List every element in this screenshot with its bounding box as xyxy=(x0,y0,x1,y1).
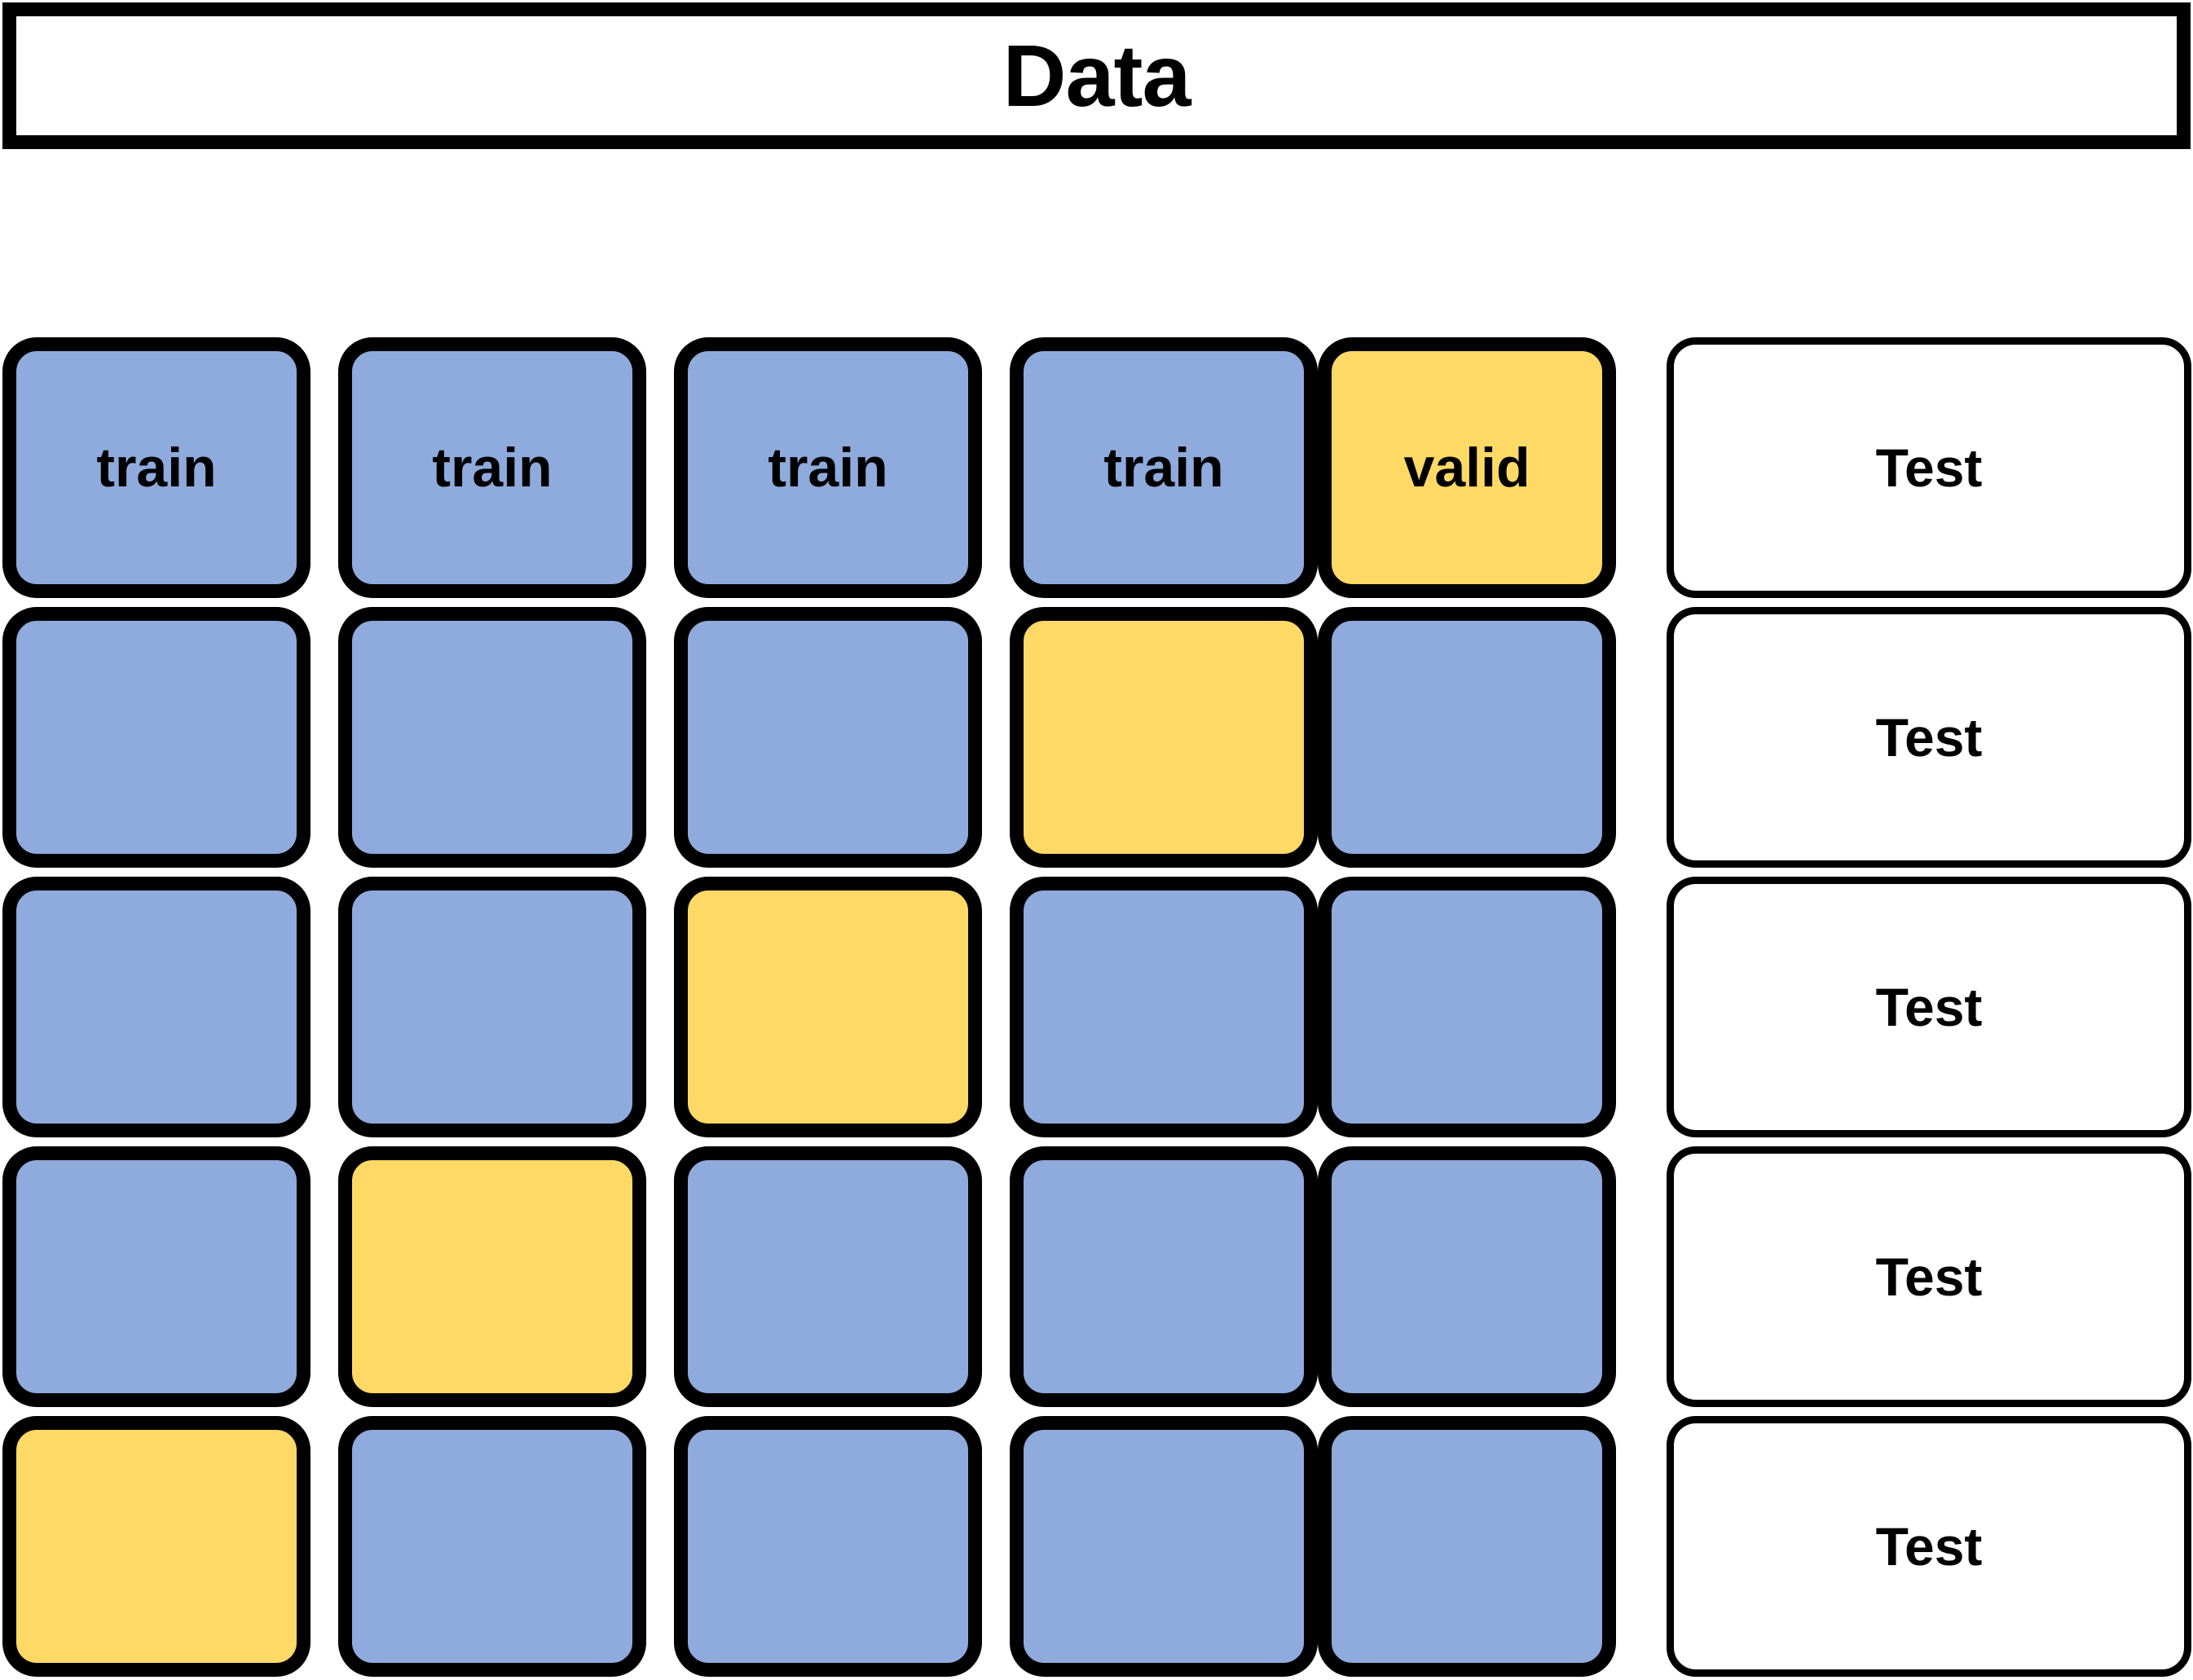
fold-cell[interactable] xyxy=(338,1146,646,1407)
fold-cell[interactable] xyxy=(2,877,310,1137)
fold-cell[interactable] xyxy=(1318,1416,1616,1677)
fold-cell-label: train xyxy=(1103,437,1224,499)
fold-cell[interactable]: train xyxy=(2,337,310,598)
test-cell[interactable]: Test xyxy=(1667,1416,2191,1677)
fold-row: Test xyxy=(0,1416,2193,1677)
test-cell-label: Test xyxy=(1875,438,1983,498)
fold-row: Test xyxy=(0,1146,2193,1407)
test-cell[interactable]: Test xyxy=(1667,1146,2191,1407)
test-cell[interactable]: Test xyxy=(1667,877,2191,1137)
fold-cell[interactable] xyxy=(1318,877,1616,1137)
fold-cell-label: train xyxy=(96,437,217,499)
fold-cell[interactable] xyxy=(674,877,982,1137)
fold-cell[interactable]: train xyxy=(1010,337,1318,598)
fold-cell[interactable]: valid xyxy=(1318,337,1616,598)
page-title: Data xyxy=(1002,26,1191,125)
fold-cell[interactable] xyxy=(1318,607,1616,868)
fold-cell-label: train xyxy=(432,437,553,499)
fold-cell[interactable] xyxy=(2,1146,310,1407)
fold-cell-label: train xyxy=(768,437,888,499)
fold-cell[interactable] xyxy=(1010,1416,1318,1677)
fold-cell[interactable]: train xyxy=(338,337,646,598)
fold-cell[interactable] xyxy=(1010,607,1318,868)
fold-cell[interactable] xyxy=(674,1416,982,1677)
fold-cell[interactable] xyxy=(338,1416,646,1677)
fold-cell-label: valid xyxy=(1403,437,1530,499)
test-cell-label: Test xyxy=(1875,1247,1983,1307)
fold-cell[interactable] xyxy=(2,1416,310,1677)
test-cell-label: Test xyxy=(1875,977,1983,1037)
fold-cell[interactable] xyxy=(1318,1146,1616,1407)
fold-row: train train train train valid Test xyxy=(0,337,2193,598)
fold-cell[interactable] xyxy=(338,607,646,868)
test-cell[interactable]: Test xyxy=(1667,607,2191,868)
fold-cell[interactable]: train xyxy=(674,337,982,598)
fold-cell[interactable] xyxy=(338,877,646,1137)
fold-cell[interactable] xyxy=(674,1146,982,1407)
test-cell[interactable]: Test xyxy=(1667,337,2191,598)
data-header-box: Data xyxy=(2,2,2191,149)
test-cell-label: Test xyxy=(1875,707,1983,767)
fold-row: Test xyxy=(0,607,2193,868)
fold-cell[interactable] xyxy=(2,607,310,868)
fold-cell[interactable] xyxy=(1010,1146,1318,1407)
fold-grid: train train train train valid Test xyxy=(0,337,2193,1680)
fold-cell[interactable] xyxy=(1010,877,1318,1137)
test-cell-label: Test xyxy=(1875,1516,1983,1577)
fold-row: Test xyxy=(0,877,2193,1137)
fold-cell[interactable] xyxy=(674,607,982,868)
